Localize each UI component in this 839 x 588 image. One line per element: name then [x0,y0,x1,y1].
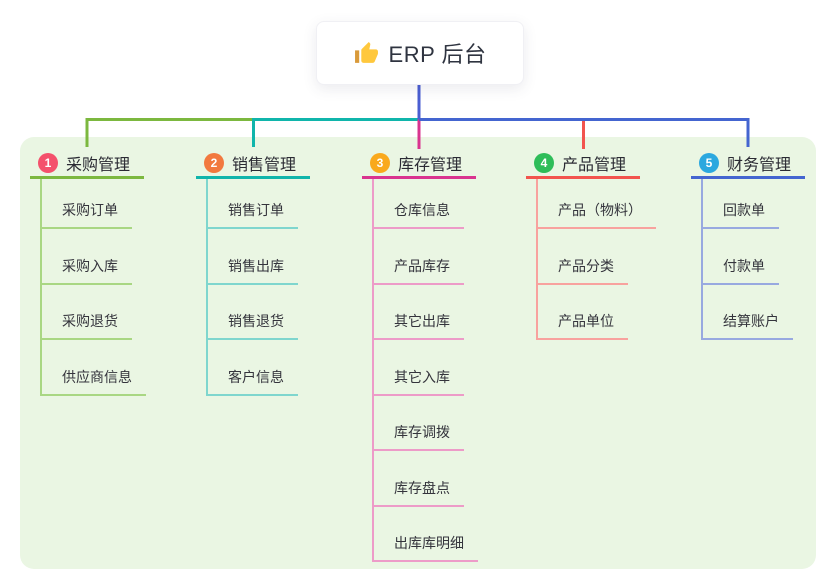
child-node[interactable]: 付款单 [703,229,779,285]
branch-title-inventory[interactable]: 3 库存管理 [362,149,476,179]
branch-children: 仓库信息 产品库存 其它出库 其它入库 库存调拨 库存盘点 出库库明细 [372,179,478,562]
child-node-label: 其它出库 [394,313,450,329]
branch-children: 销售订单 销售出库 销售退货 客户信息 [206,179,298,396]
child-node-label: 产品分类 [558,257,614,274]
branch-number-badge: 1 [38,152,58,173]
child-node-label: 其它入库 [394,368,450,385]
child-node-label: 库存调拨 [394,424,450,440]
child-node[interactable]: 销售出库 [208,229,298,285]
branch-title-label: 库存管理 [398,156,463,174]
child-node-label: 销售订单 [228,202,284,218]
branch-title-procurement[interactable]: 1 采购管理 [30,149,144,179]
child-node[interactable]: 其它入库 [374,340,464,396]
child-node[interactable]: 供应商信息 [42,340,146,396]
child-node-label: 采购入库 [62,257,118,274]
child-node-label: 付款单 [723,257,765,274]
child-node-label: 采购订单 [62,202,118,218]
child-node-label: 回款单 [723,202,765,218]
child-node[interactable]: 采购退货 [42,285,132,340]
child-node-label: 结算账户 [723,313,779,329]
branch-title-sales[interactable]: 2 销售管理 [196,149,310,179]
child-node-label: 产品（物料） [558,202,642,218]
child-node[interactable]: 产品（物料） [538,179,656,229]
child-node[interactable]: 结算账户 [703,285,793,340]
child-node[interactable]: 销售订单 [208,179,298,229]
child-node[interactable]: 出库库明细 [374,507,478,562]
root-node-label: ERP 后台 [388,42,487,67]
child-node[interactable]: 客户信息 [208,340,298,396]
child-node-label: 采购退货 [62,313,118,329]
child-node[interactable]: 产品库存 [374,229,464,285]
child-node-label: 仓库信息 [394,202,450,218]
branch-number-badge: 5 [699,152,719,173]
child-node[interactable]: 库存调拨 [374,396,464,451]
branch-title-label: 财务管理 [727,156,792,174]
child-node[interactable]: 仓库信息 [374,179,464,229]
branches-panel [20,137,816,569]
child-node-label: 供应商信息 [62,368,132,385]
child-node-label: 库存盘点 [394,479,450,496]
branch-title-label: 产品管理 [562,156,627,174]
branch-number-badge: 3 [370,152,390,173]
branch-number-badge: 4 [534,152,554,173]
child-node[interactable]: 采购入库 [42,229,132,285]
branch-title-finance[interactable]: 5 财务管理 [691,149,805,179]
child-node-label: 销售出库 [228,257,284,274]
child-node-label: 产品库存 [394,257,450,274]
child-node[interactable]: 采购订单 [42,179,132,229]
child-node[interactable]: 其它出库 [374,285,464,340]
branch-children: 回款单 付款单 结算账户 [701,179,793,340]
child-node[interactable]: 产品单位 [538,285,628,340]
child-node[interactable]: 销售退货 [208,285,298,340]
branch-title-product[interactable]: 4 产品管理 [526,149,640,179]
child-node-label: 产品单位 [558,313,614,329]
child-node-label: 销售退货 [228,313,284,329]
root-node[interactable]: ERP 后台 [316,21,524,85]
child-node-label: 出库库明细 [394,535,464,551]
thumbs-up-icon [354,41,379,66]
branch-title-label: 采购管理 [66,156,131,174]
branch-children: 产品（物料） 产品分类 产品单位 [536,179,656,340]
child-node[interactable]: 回款单 [703,179,779,229]
child-node-label: 客户信息 [228,368,284,385]
child-node[interactable]: 产品分类 [538,229,628,285]
branch-title-label: 销售管理 [232,156,297,174]
branch-number-badge: 2 [204,152,224,173]
child-node[interactable]: 库存盘点 [374,451,464,507]
branch-children: 采购订单 采购入库 采购退货 供应商信息 [40,179,146,396]
